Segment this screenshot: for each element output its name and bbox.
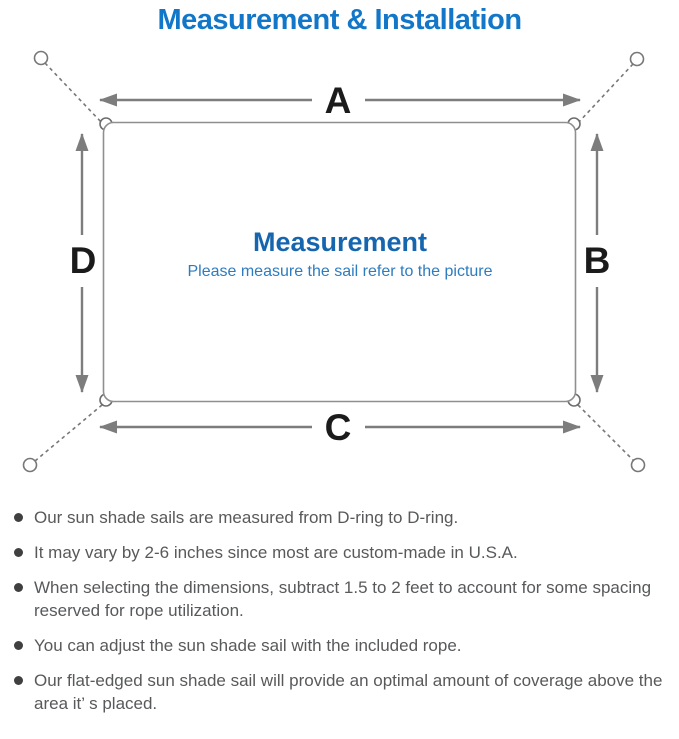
note-text: You can adjust the sun shade sail with t… [34, 636, 462, 655]
note-text: It may vary by 2-6 inches since most are… [34, 543, 518, 562]
list-item: Our flat-edged sun shade sail will provi… [14, 669, 663, 715]
note-text: When selecting the dimensions, subtract … [34, 578, 652, 620]
dim-label-b: B [584, 240, 611, 281]
note-text: Our sun shade sails are measured from D-… [34, 508, 459, 527]
dim-label-d: D [70, 240, 97, 281]
anchor-point-icon [22, 457, 38, 473]
page-title: Measurement & Installation [157, 4, 522, 36]
measurement-arrows [75, 93, 604, 434]
rope-top-right [577, 63, 634, 124]
shade-sail-outline [102, 121, 577, 403]
bullet-icon [14, 641, 23, 650]
anchor-point-icon [630, 457, 646, 473]
list-item: It may vary by 2-6 inches since most are… [14, 541, 663, 564]
list-item: You can adjust the sun shade sail with t… [14, 634, 663, 657]
measurement-diagram: A B C D Measurement Please measure the s… [22, 50, 646, 473]
dim-label-c: C [325, 407, 352, 448]
note-text: Our flat-edged sun shade sail will provi… [34, 671, 663, 713]
anchor-point-icon [33, 50, 49, 66]
rope-top-left [44, 62, 103, 124]
diagram-center-subtitle: Please measure the sail refer to the pic… [187, 263, 492, 280]
diagram-center-title: Measurement [253, 227, 427, 257]
bullet-icon [14, 583, 23, 592]
rope-bottom-left [34, 404, 103, 462]
bullet-icon [14, 513, 23, 522]
list-item: When selecting the dimensions, subtract … [14, 576, 663, 622]
list-item: Our sun shade sails are measured from D-… [14, 506, 663, 529]
rope-bottom-right [577, 404, 635, 462]
dim-label-a: A [325, 80, 352, 121]
anchor-points [22, 50, 646, 473]
anchor-point-icon [629, 51, 645, 67]
bullet-icon [14, 548, 23, 557]
bullet-icon [14, 676, 23, 685]
rope-dashed-lines [34, 62, 635, 462]
notes-list: Our sun shade sails are measured from D-… [0, 492, 679, 715]
